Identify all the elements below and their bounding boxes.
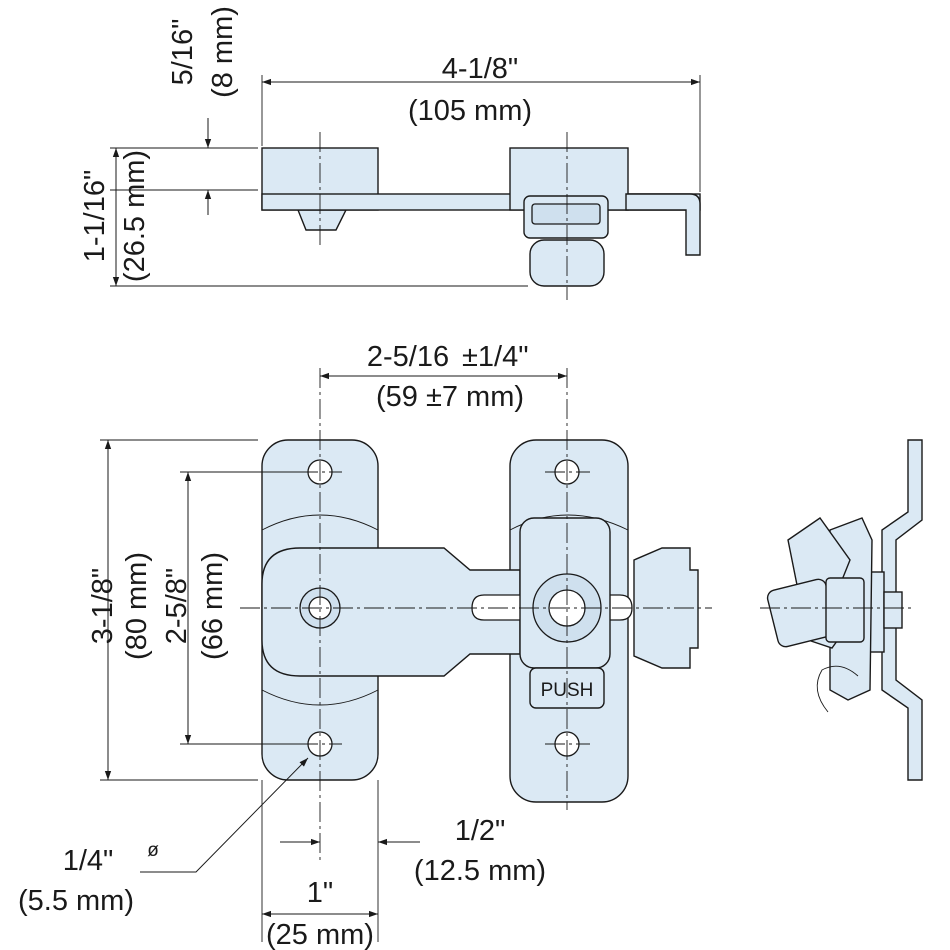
dim-plate-width: 1" <box>307 877 333 909</box>
dim-hole-diameter-mm: (5.5 mm) <box>18 885 134 917</box>
dim-half-width-mm: (12.5 mm) <box>414 855 546 887</box>
rs-plate <box>881 439 923 781</box>
dim-hole-diameter: 1/4" <box>63 845 114 877</box>
rs-stud <box>883 591 903 629</box>
rs-button-base <box>825 577 865 643</box>
diameter-symbol: ø <box>147 840 159 861</box>
side-button-inner <box>531 203 601 225</box>
front-view: PUSH <box>100 368 712 942</box>
side-left-stud <box>296 209 348 231</box>
dim-plate-thickness: 5/16" <box>167 19 199 86</box>
dim-plate-length: 3-1/8" <box>87 568 119 644</box>
dim-overall-height: 1-1/16" <box>79 170 111 263</box>
dim-overall-height-mm: (26.5 mm) <box>119 150 151 282</box>
side-hook <box>625 193 701 256</box>
rs-hook <box>816 665 859 713</box>
side-view <box>110 75 701 300</box>
dim-overall-length-mm: (105 mm) <box>408 95 532 127</box>
dim-hole-spacing-vertical: 2-5/8" <box>161 568 193 644</box>
right-side-view <box>760 439 923 781</box>
dim-overall-length: 4-1/8" <box>442 53 518 85</box>
dim-hole-spacing-vertical-mm: (66 mm) <box>197 552 229 660</box>
dim-hole-spacing-horizontal: 2-5/16 <box>367 341 449 373</box>
dim-hole-spacing-horizontal-mm: (59 ±7 mm) <box>376 381 524 413</box>
front-hasp-arm <box>261 547 521 677</box>
dim-plate-width-mm: (25 mm) <box>266 919 374 950</box>
dim-plate-length-mm: (80 mm) <box>121 552 153 660</box>
dim-half-width: 1/2" <box>455 815 506 847</box>
dim-plate-thickness-mm: (8 mm) <box>207 6 239 98</box>
front-end-cap <box>633 547 699 669</box>
dim-hole-spacing-tolerance: ±1/4" <box>462 341 529 373</box>
